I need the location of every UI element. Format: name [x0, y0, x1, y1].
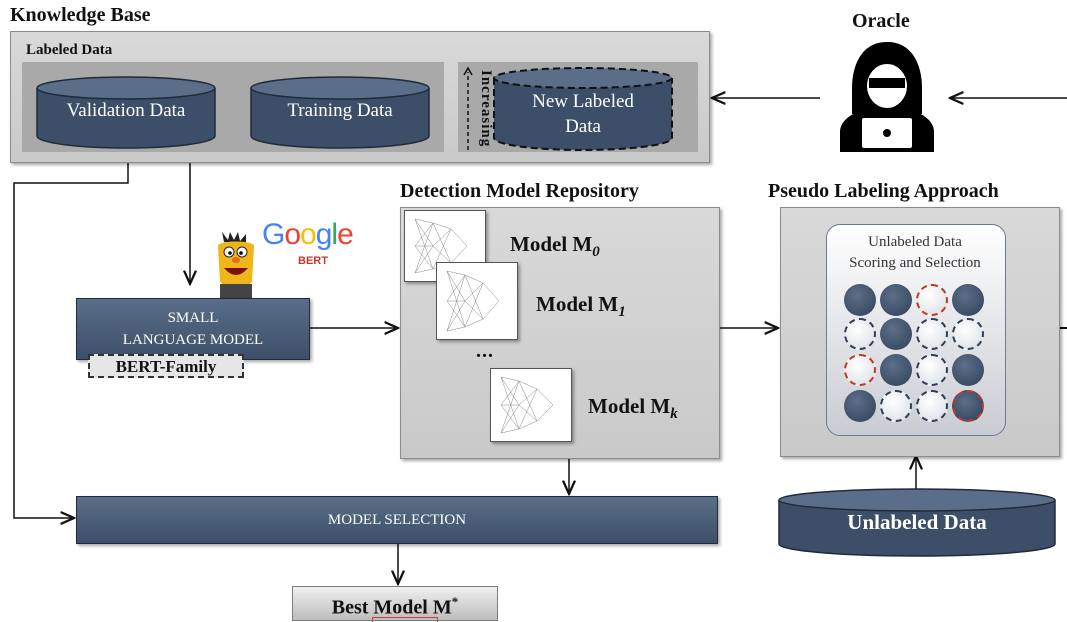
model-0-text: Model M [510, 232, 593, 256]
dot-labeled [880, 354, 912, 386]
scoring-line2: Scoring and Selection [849, 255, 981, 271]
model-1-label: Model M1 [536, 292, 626, 321]
dot-unlabeled [916, 318, 948, 350]
model-0-subscript: 0 [592, 244, 600, 261]
unlabeled-data-cylinder [778, 488, 1056, 557]
bert-family-label: BERT-Family [88, 354, 244, 378]
dot-unlabeled [916, 354, 948, 386]
best-model-box: Best Model M* [292, 586, 498, 621]
dot-labeled [952, 284, 984, 316]
dot-labeled [880, 284, 912, 316]
neural-network-icon [436, 262, 518, 340]
model-1-text: Model M [536, 292, 619, 316]
best-model-superscript: * [451, 594, 459, 609]
best-model-text: Best Model M [331, 596, 452, 619]
scoring-selection-title: Unlabeled Data Scoring and Selection [826, 232, 1004, 274]
labeled-data-label: Labeled Data [26, 42, 113, 58]
knowledge-base-title: Knowledge Base [10, 4, 151, 26]
validation-to-selection-arrow [13, 148, 129, 518]
validation-data-label: Validation Data [66, 100, 186, 121]
dot-selected [916, 284, 948, 316]
pseudo-labeling-title: Pseudo Labeling Approach [768, 180, 999, 202]
model-0-label: Model M0 [510, 232, 600, 261]
google-bert-label: BERT [298, 255, 328, 267]
small-language-model-box: SMALL LANGUAGE MODEL [76, 298, 310, 360]
oracle-title: Oracle [852, 10, 910, 32]
repository-title: Detection Model Repository [400, 180, 639, 202]
model-k-text: Model M [588, 394, 671, 418]
new-labeled-data-cylinder [493, 67, 673, 151]
dot-labeled [844, 284, 876, 316]
validation-data-cylinder [36, 76, 216, 149]
dot-unlabeled [952, 318, 984, 350]
new-labeled-line1: New Labeled [532, 91, 634, 112]
model-k-label: Model Mk [588, 394, 678, 423]
hacker-icon [840, 42, 934, 152]
model-k-subscript: k [670, 406, 678, 423]
google-logo: Google [262, 218, 354, 251]
new-labeled-data-text: New Labeled Data [492, 89, 674, 139]
dot-labeled [952, 354, 984, 386]
unlabeled-data-label: Unlabeled Data [847, 510, 987, 534]
dot-unlabeled [880, 390, 912, 422]
dot-unlabeled [916, 390, 948, 422]
model-selection-bar: MODEL SELECTION [76, 496, 718, 544]
neural-network-icon [490, 368, 572, 442]
dot-labeled [844, 390, 876, 422]
model-1-subscript: 1 [618, 304, 626, 321]
dot-unlabeled [844, 318, 876, 350]
increasing-arrow-icon [463, 66, 473, 150]
increasing-indicator: Increasing [462, 66, 494, 152]
best-model-highlight [372, 617, 438, 622]
ellipsis-dots: ... [476, 340, 494, 362]
new-labeled-line2: Data [565, 116, 601, 137]
dot-selected [952, 390, 984, 422]
training-data-cylinder [250, 76, 430, 149]
training-data-label: Training Data [287, 100, 393, 121]
slm-line2: LANGUAGE MODEL [122, 332, 264, 348]
dot-labeled [880, 318, 912, 350]
scoring-line1: Unlabeled Data [868, 234, 962, 250]
bert-muppet-icon [218, 232, 254, 298]
increasing-label: Increasing [478, 70, 494, 148]
slm-line1: SMALL [167, 310, 219, 326]
dot-selected [844, 354, 876, 386]
